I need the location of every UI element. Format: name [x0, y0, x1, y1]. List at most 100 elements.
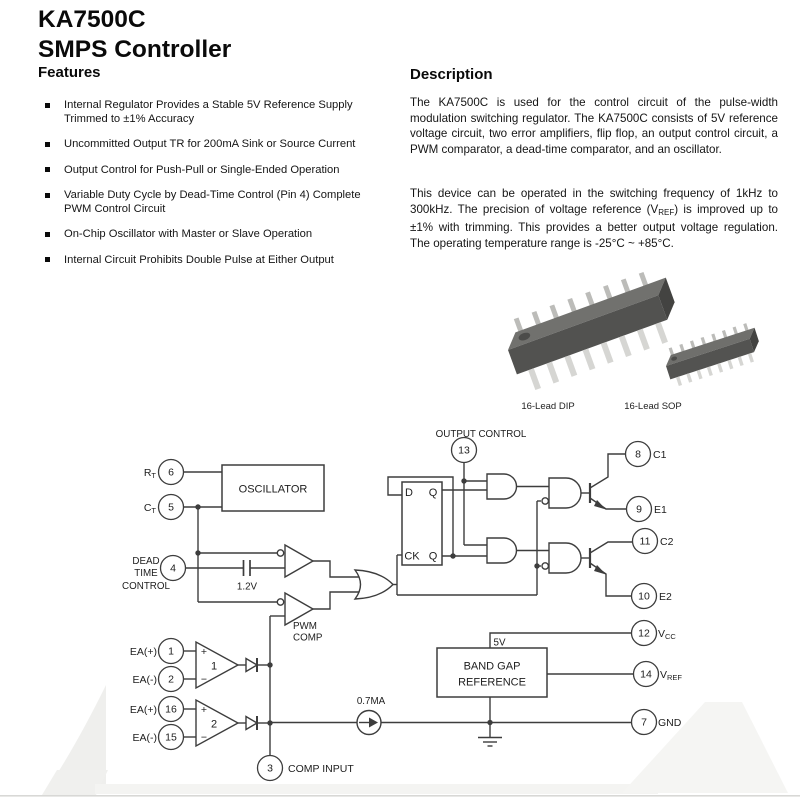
package-illustrations [508, 271, 759, 391]
features-list: Internal Regulator Provides a Stable 5V … [38, 99, 378, 279]
pin-e2: 10 [630, 582, 658, 610]
ff-ck-label: CK [404, 551, 420, 563]
svg-text:14: 14 [640, 669, 652, 681]
oscillator-label: OSCILLATOR [239, 484, 308, 496]
cap-voltage-label: 1.2V [237, 582, 258, 593]
ff-d-label: D [405, 487, 413, 499]
dead-time-label-3: CONTROL [122, 581, 170, 592]
ea1-plus-label: EA(+) [130, 646, 157, 658]
dip-package-image [508, 271, 675, 391]
description-paragraph-1: The KA7500C is used for the control circ… [410, 96, 778, 156]
and-gate-2 [486, 537, 518, 564]
bandgap-label-1: BAND GAP [464, 661, 521, 673]
svg-text:11: 11 [640, 536, 651, 548]
feature-item: Variable Duty Cycle by Dead-Time Control… [38, 189, 378, 216]
bandgap-box [436, 647, 548, 698]
feature-item: Internal Circuit Prohibits Double Pulse … [38, 254, 378, 268]
svg-text:5: 5 [168, 502, 174, 514]
pin-vcc: 12 [630, 619, 658, 647]
comp-input-label: COMP INPUT [288, 763, 354, 775]
page-title: KA7500C SMPS Controller [38, 5, 231, 65]
pin-ct: 5 [157, 493, 185, 521]
amp2-plus-sign: + [201, 704, 207, 716]
pwm-comp-label-2: COMP [293, 633, 323, 644]
svg-text:8: 8 [635, 449, 641, 461]
pin-e1: 9 [625, 495, 653, 523]
output-gate-2 [541, 542, 582, 574]
e2-label: E2 [659, 591, 672, 603]
svg-text:3: 3 [267, 763, 273, 775]
ff-q-top-label: Q [429, 487, 438, 499]
supply-5v-label: 5V [494, 638, 506, 649]
watermark-shapes [0, 685, 800, 797]
pin-ea2-minus: 15 [157, 723, 185, 751]
svg-text:2: 2 [168, 674, 174, 686]
svg-text:1: 1 [168, 646, 174, 658]
sop-package-image [666, 323, 759, 387]
ea2-minus-label: EA(-) [133, 732, 158, 744]
dead-time-label-1: DEAD [132, 556, 159, 567]
amp1-number: 1 [211, 661, 217, 673]
error-amplifier-2 [195, 698, 259, 748]
output-gate-1 [541, 477, 582, 509]
svg-text:6: 6 [168, 467, 174, 479]
or-gate [353, 569, 394, 600]
output-transistor-2 [588, 541, 633, 597]
svg-text:12: 12 [638, 628, 650, 640]
schematic-wiring [183, 462, 634, 756]
feature-item: Uncommitted Output TR for 200mA Sink or … [38, 138, 378, 152]
vref-label: VREF [660, 669, 682, 682]
part-number: KA7500C [38, 6, 146, 33]
pwm-comp-label-1: PWM [293, 621, 317, 632]
pin-ea2-plus: 16 [157, 695, 185, 723]
sop-package-label: 16-Lead SOP [624, 401, 682, 412]
amp1-plus-sign: + [201, 646, 207, 658]
output-transistor-1 [588, 453, 627, 510]
pin-ea1-plus: 1 [157, 637, 185, 665]
pin-c1: 8 [624, 440, 652, 468]
svg-text:9: 9 [636, 504, 642, 516]
e1-label: E1 [654, 504, 667, 516]
ea2-plus-label: EA(+) [130, 704, 157, 716]
part-title: SMPS Controller [38, 36, 232, 63]
rt-label: RT [144, 467, 157, 480]
oscillator-box [221, 464, 325, 512]
flipflop-box [401, 481, 443, 566]
feature-item: Output Control for Push-Pull or Single-E… [38, 164, 378, 178]
amp2-number: 2 [211, 719, 217, 731]
pin-output-control: 13 [450, 436, 478, 464]
svg-text:13: 13 [458, 445, 470, 457]
feature-item: On-Chip Oscillator with Master or Slave … [38, 228, 378, 242]
description-heading: Description [410, 66, 493, 83]
vref-subscript: REF [658, 207, 675, 217]
svg-text:10: 10 [638, 591, 650, 603]
amp1-minus-sign: − [201, 674, 207, 686]
output-control-label: OUTPUT CONTROL [436, 429, 527, 440]
description-paragraph-2: This device can be operated in the switc… [410, 187, 778, 250]
svg-text:16: 16 [165, 704, 177, 716]
pin-gnd: 7 [630, 708, 658, 736]
svg-text:7: 7 [641, 717, 647, 729]
pin-vref: 14 [632, 660, 660, 688]
dip-package-label: 16-Lead DIP [521, 401, 575, 412]
error-amplifier-1 [195, 640, 259, 690]
pin-dtc: 4 [159, 554, 187, 582]
deadtime-comparator [276, 543, 315, 579]
pin-c2: 11 [631, 527, 659, 555]
gnd-label: GND [658, 717, 682, 729]
junction-dots [195, 478, 540, 726]
and-gate-1 [486, 473, 518, 500]
current-source-label: 0.7MA [357, 696, 386, 707]
block-diagram: 6 5 4 13 8 9 11 10 12 14 7 1 2 16 15 3 R… [0, 429, 800, 797]
bandgap-label-2: REFERENCE [458, 677, 526, 689]
features-heading: Features [38, 64, 101, 81]
feature-item: Internal Regulator Provides a Stable 5V … [38, 99, 378, 126]
ff-q-bottom-label: Q [429, 551, 438, 563]
svg-text:15: 15 [165, 732, 177, 744]
pin-comp-input: 3 [256, 754, 284, 782]
pin-rt: 6 [157, 458, 185, 486]
c2-label: C2 [660, 536, 674, 548]
current-source [356, 709, 382, 736]
ea1-minus-label: EA(-) [133, 674, 158, 686]
